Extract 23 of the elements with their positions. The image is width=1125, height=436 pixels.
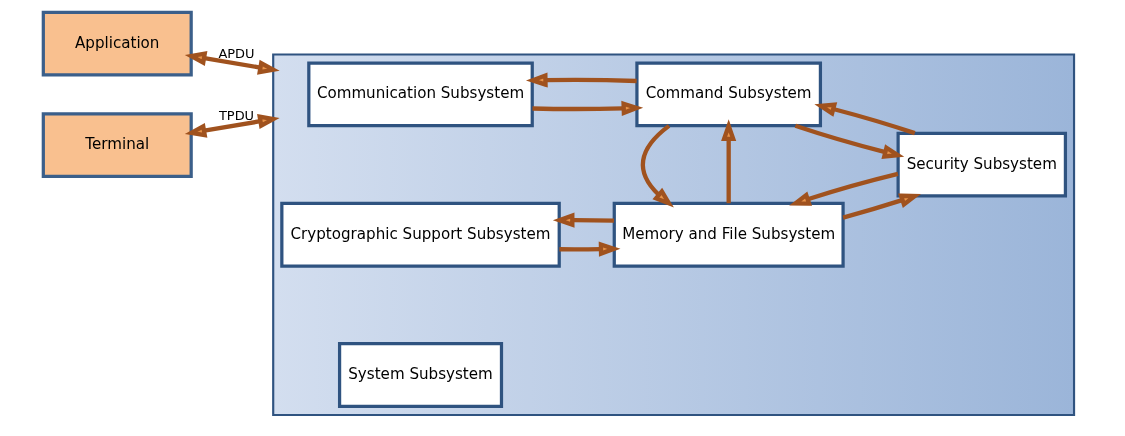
- arrow: [531, 100, 643, 116]
- arrow: [842, 193, 921, 220]
- arrow: [558, 241, 620, 257]
- arrow: [720, 119, 736, 204]
- node-box: Memory and File Subsystem: [612, 201, 845, 268]
- edge-label: TPDU: [218, 107, 254, 123]
- node-box: Security Subsystem: [896, 131, 1067, 198]
- node-box: System Subsystem: [337, 342, 503, 408]
- arrow: [184, 114, 280, 138]
- node-box: Terminal: [41, 112, 193, 179]
- cluster: [271, 53, 1075, 417]
- arrow: [640, 124, 674, 208]
- arrow: [552, 212, 614, 228]
- arrow: [525, 72, 637, 88]
- edge-label: APDU: [217, 46, 255, 62]
- arrow: [184, 51, 280, 75]
- node-box: Communication Subsystem: [306, 61, 534, 128]
- arrow: [813, 102, 915, 136]
- arrow: [794, 123, 904, 159]
- arrow: [788, 171, 898, 206]
- node-box: Application: [41, 10, 193, 77]
- node-box: Cryptographic Support Subsystem: [279, 201, 561, 268]
- node-box: Command Subsystem: [634, 61, 822, 128]
